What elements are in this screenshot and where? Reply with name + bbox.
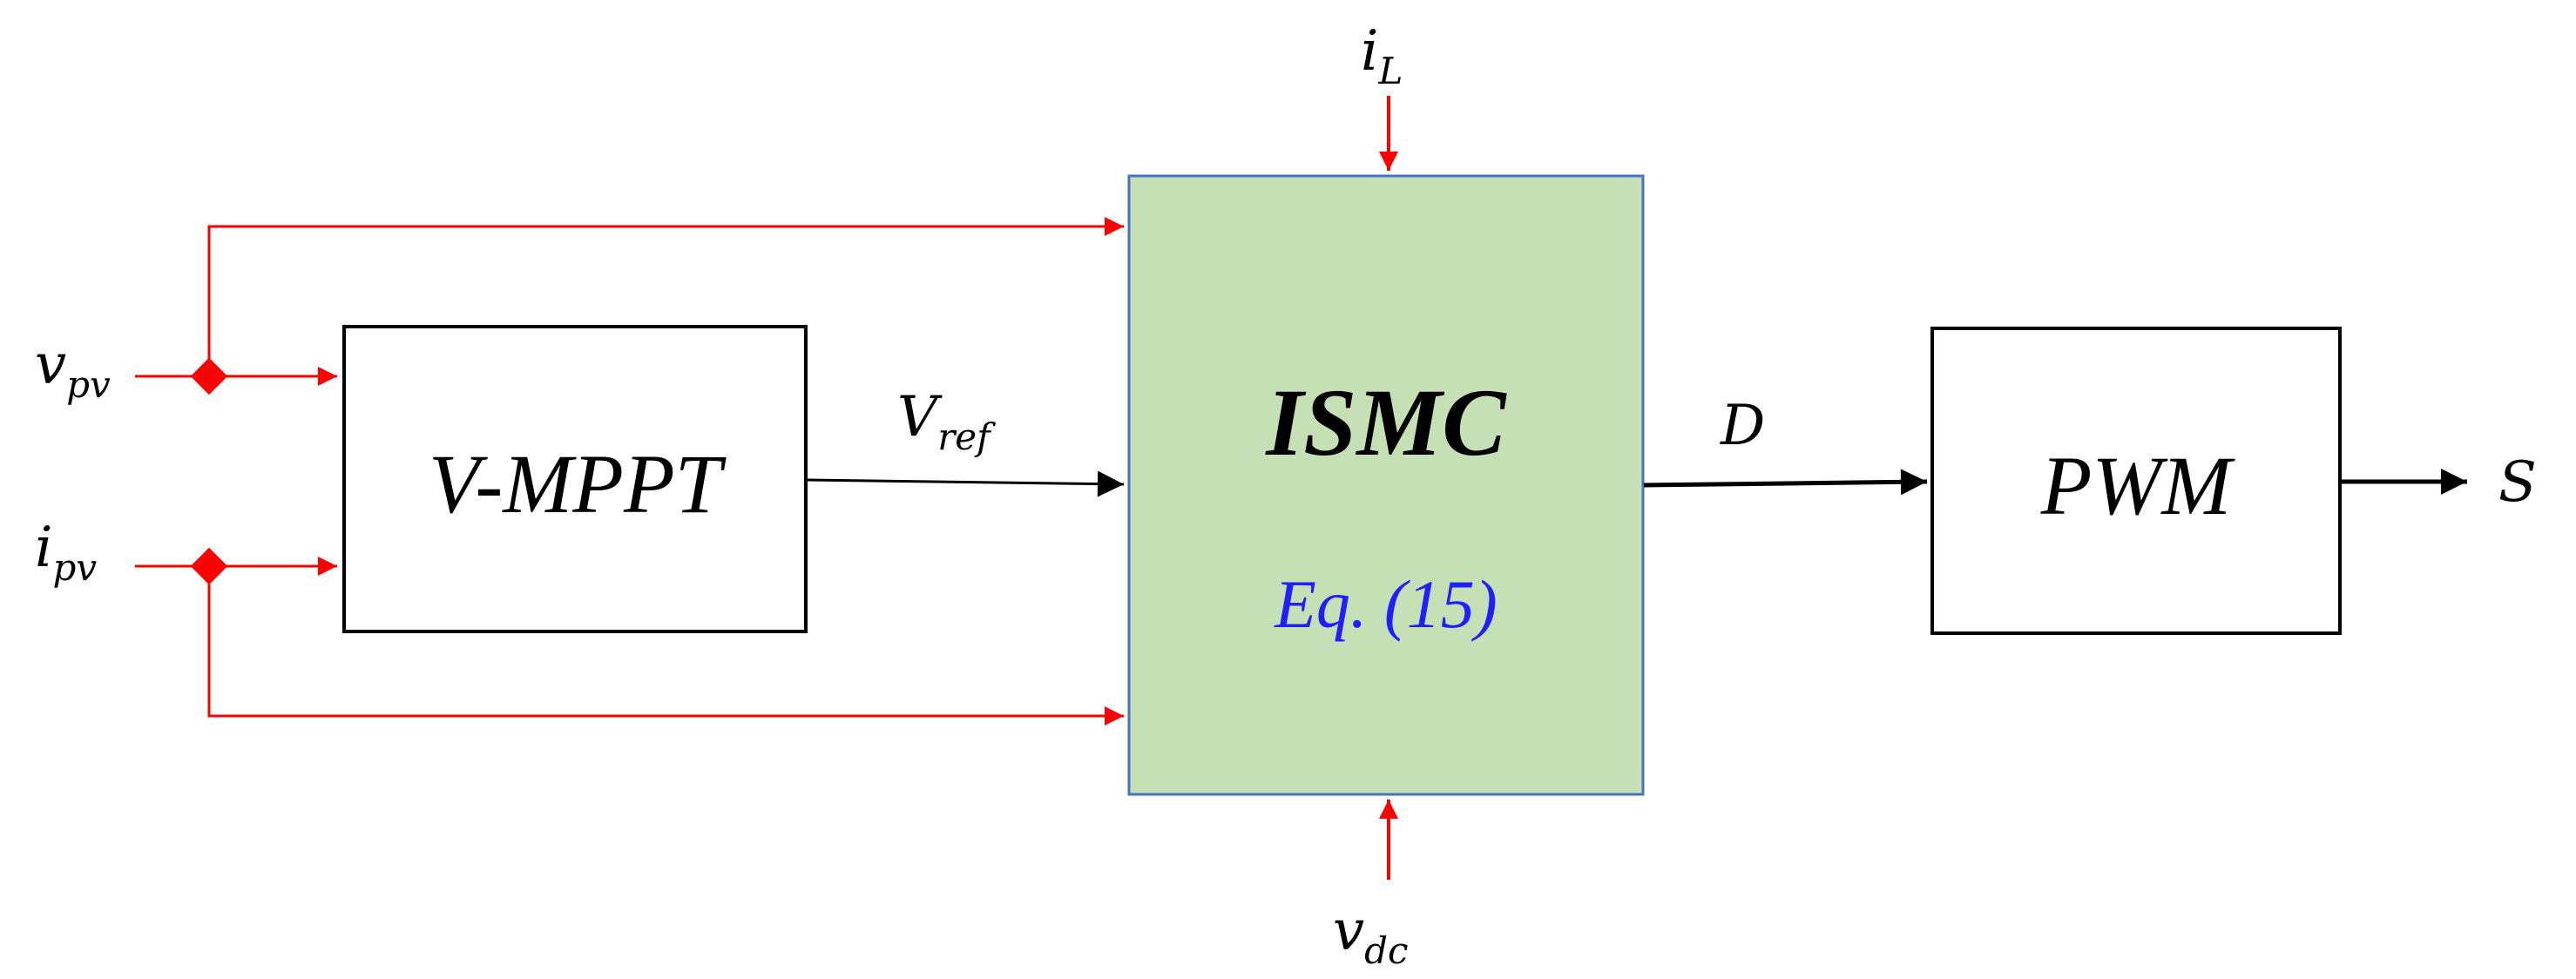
vpv-label: vpv <box>35 333 111 406</box>
vpv-to-ismc-arrow <box>207 217 1124 376</box>
pwm-label: PWM <box>2040 439 2236 532</box>
duty-arrow <box>1643 469 1928 496</box>
mppt-label: V-MPPT <box>429 437 727 530</box>
ismc-block <box>1127 174 1645 796</box>
vref-arrow <box>806 470 1125 497</box>
vpv-junction-node <box>190 357 228 395</box>
ismc-equation: Eq. (15) <box>1274 566 1498 642</box>
ismc-label: ISMC <box>1264 369 1507 476</box>
pwm-block <box>1930 327 2342 635</box>
vref-label: Vref <box>897 385 996 458</box>
duty-label: D <box>1720 394 1765 458</box>
ipv-label: ipv <box>35 516 97 589</box>
vdc-label: vdc <box>1333 899 1409 972</box>
ipv-to-ismc-arrow <box>207 566 1124 726</box>
mppt-block <box>342 325 808 633</box>
ipv-junction-node <box>190 547 228 585</box>
il-label: iL <box>1361 19 1403 92</box>
switch-label: S <box>2498 450 2537 515</box>
